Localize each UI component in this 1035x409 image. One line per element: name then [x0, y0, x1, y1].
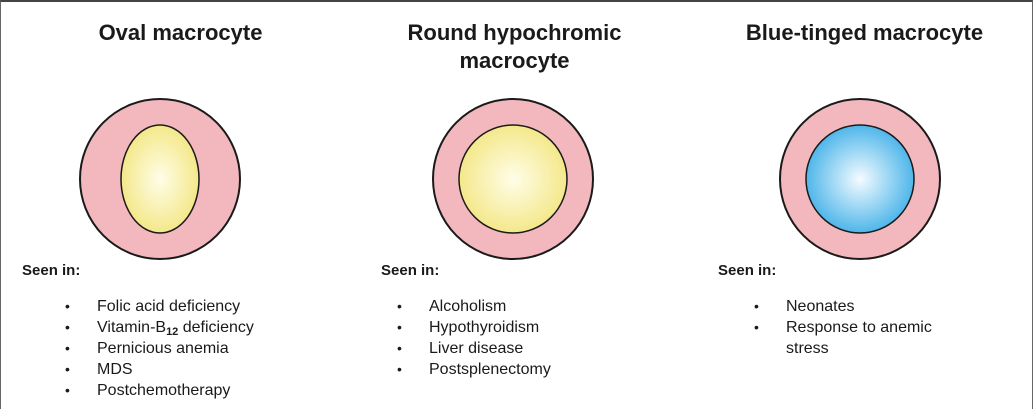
- panel-title-line: Oval macrocyte: [98, 20, 263, 45]
- condition-list: Neonates Response to anemic stress: [754, 296, 984, 359]
- list-item-label: Postsplenectomy: [429, 361, 551, 378]
- list-item-label: Vitamin-B: [97, 319, 167, 336]
- list-item: Hypothyroidism: [397, 317, 551, 338]
- list-item: Neonates: [754, 296, 984, 317]
- list-item: Folic acid deficiency: [65, 296, 254, 317]
- panel-title: Round hypochromic macrocyte: [342, 19, 687, 75]
- list-item: Alcoholism: [397, 296, 551, 317]
- panel-title: Blue-tinged macrocyte: [692, 19, 1035, 47]
- panel-title-line: Round hypochromic: [407, 20, 622, 45]
- list-item: Response to anemic stress: [754, 317, 956, 359]
- list-item: Pernicious anemia: [65, 338, 254, 359]
- panel-blue-tinged-macrocyte: Blue-tinged macrocyte Seen in: Neonates …: [690, 0, 1035, 409]
- blue-tinged-cell: [779, 98, 941, 260]
- list-item-label: Hypothyroidism: [429, 319, 540, 336]
- list-item-label: MDS: [97, 361, 133, 378]
- panel-oval-macrocyte: Oval macrocyte Seen in: Folic acid defic…: [0, 0, 345, 409]
- list-item: MDS: [65, 359, 254, 380]
- list-item: Postchemotherapy: [65, 380, 254, 401]
- condition-list: Folic acid deficiency Vitamin-B12 defici…: [65, 296, 254, 401]
- condition-list: Alcoholism Hypothyroidism Liver disease …: [397, 296, 551, 380]
- panel-title-line: macrocyte: [459, 48, 570, 73]
- round-hypochromic-cell: [432, 98, 594, 260]
- list-item: Vitamin-B12 deficiency: [65, 317, 254, 338]
- list-item-label: Folic acid deficiency: [97, 298, 241, 315]
- seen-in-label: Seen in:: [718, 262, 777, 279]
- list-item-label: Pernicious anemia: [97, 340, 229, 357]
- cell-center: [805, 124, 915, 234]
- oval-macrocyte-cell: [79, 98, 241, 260]
- list-item-label: Response to anemic stress: [786, 319, 932, 357]
- panel-title: Oval macrocyte: [8, 19, 353, 47]
- seen-in-label: Seen in:: [381, 262, 440, 279]
- list-item-subscript: 12: [166, 326, 179, 338]
- list-item-label: Neonates: [786, 298, 855, 315]
- list-item: Liver disease: [397, 338, 551, 359]
- cell-center: [120, 124, 200, 234]
- list-item-label: Alcoholism: [429, 298, 507, 315]
- seen-in-label: Seen in:: [22, 262, 81, 279]
- cell-center: [458, 124, 568, 234]
- panel-title-line: Blue-tinged macrocyte: [745, 20, 984, 45]
- list-item-suffix: deficiency: [178, 319, 254, 336]
- list-item: Postsplenectomy: [397, 359, 551, 380]
- list-item-label: Liver disease: [429, 340, 524, 357]
- panel-round-hypochromic-macrocyte: Round hypochromic macrocyte Seen in: Alc…: [345, 0, 690, 409]
- list-item-label: Postchemotherapy: [97, 382, 231, 399]
